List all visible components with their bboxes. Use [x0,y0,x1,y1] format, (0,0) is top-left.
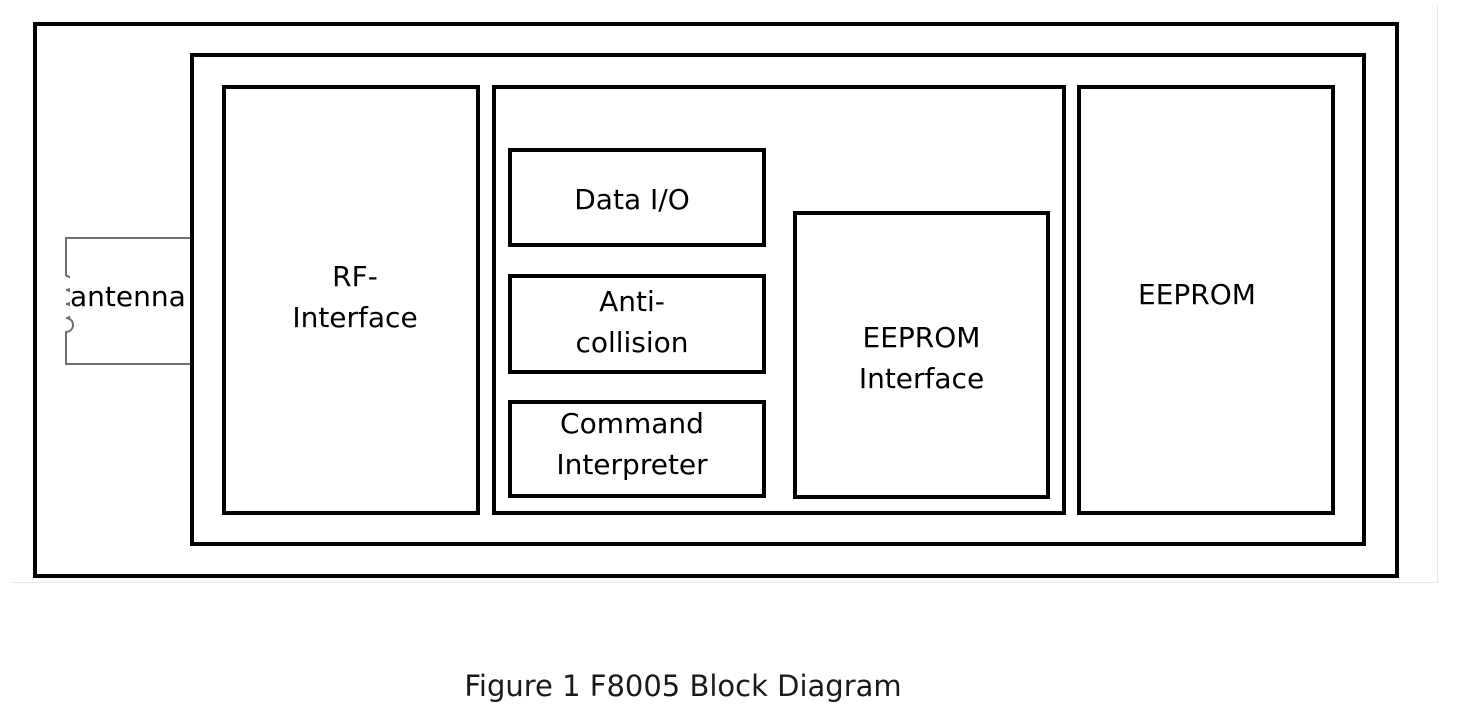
anticollision-label: Anti- collision [575,285,689,359]
data-io-label: Data I/O [574,183,690,216]
figure-caption: Figure 1 F8005 Block Diagram [464,669,902,703]
eeprom-block [1077,85,1335,515]
scan-edge-bottom [12,582,1438,583]
rf-interface-label: RF- Interface [292,260,418,334]
eeprom-interface-label: EEPROM Interface [858,321,985,395]
eeprom-interface-block [793,211,1050,499]
antenna-label: antenna [70,276,190,317]
data-io-block [508,148,766,247]
anticollision-block [508,274,766,374]
scan-edge-right [1437,6,1438,583]
eeprom-label: EEPROM [1138,278,1256,311]
command-interpreter-block [508,400,766,498]
command-interpreter-label: Command Interpreter [556,407,708,481]
rf-interface-block [222,85,480,515]
